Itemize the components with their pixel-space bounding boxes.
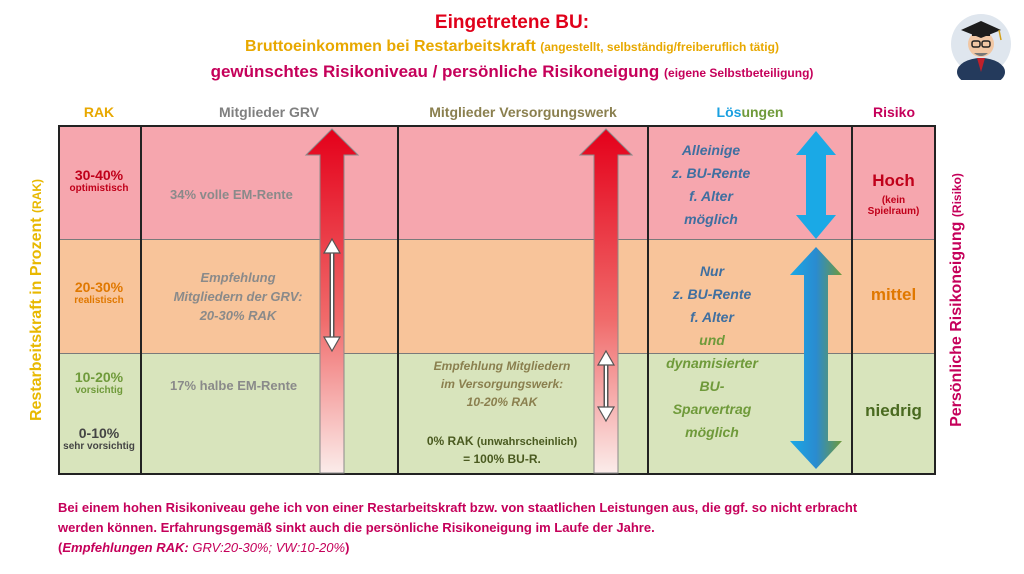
rak-high: 30-40% optimistisch xyxy=(58,167,140,194)
grv-low-text: 17% halbe EM-Rente xyxy=(170,378,298,393)
vw-double-arrow-icon xyxy=(596,349,616,423)
loesung-mid-double-arrow-icon xyxy=(790,247,842,469)
rak-mid: 20-30% realistisch xyxy=(58,279,140,306)
grv-mid-line: Empfehlung xyxy=(200,270,276,285)
column-divider xyxy=(140,125,142,475)
risk-grid: 30-40% optimistisch 20-30% realistisch 1… xyxy=(58,125,936,475)
loesung-mid-line: f. Alter xyxy=(690,309,734,325)
footer-recommendation-values: GRV:20-30%; VW:10-20% xyxy=(192,540,346,555)
subtitle-income-main: Bruttoeinkommen bei Restarbeitskraft xyxy=(245,38,536,55)
risk-mid-label: mittel xyxy=(870,285,917,304)
rak-mid-pct: 20-30% xyxy=(74,279,124,295)
rak-low-desc: vorsichtig xyxy=(75,385,123,396)
grv-gradient-arrow-icon xyxy=(304,128,360,474)
grv-mid-line: 20-30% RAK xyxy=(199,308,277,323)
loesung-mid-line: Nur xyxy=(699,263,725,279)
advisor-avatar-icon xyxy=(944,6,1018,86)
subtitle-risk: gewünschtes Risikoniveau / persönliche R… xyxy=(0,62,1024,82)
vw-low-text: Empfehlung Mitgliedern im Versorgungswer… xyxy=(404,357,600,411)
grv-mid-text: Empfehlung Mitgliedern der GRV: 20-30% R… xyxy=(148,268,328,325)
loesung-high-line: möglich xyxy=(684,211,738,227)
side-label-right-main: Persönliche Risikoneigung xyxy=(948,221,965,427)
row-divider xyxy=(58,353,936,354)
vw-low-line: Empfehlung Mitgliedern xyxy=(433,359,571,373)
band-mid xyxy=(58,239,936,353)
vw-zero-note: (unwahrscheinlich) xyxy=(476,436,578,448)
rak-high-pct: 30-40% xyxy=(74,167,124,183)
risk-high-note-2: Spielraum) xyxy=(867,206,920,217)
vw-low-line: im Versorgungswerk: xyxy=(440,377,564,391)
band-high xyxy=(58,125,936,239)
subtitle-income-note: (angestellt, selbständig/freiberuflich t… xyxy=(540,40,779,54)
footer-note: Bei einem hohen Risikoniveau gehe ich vo… xyxy=(58,498,998,558)
grv-high-text: 34% volle EM-Rente xyxy=(170,187,293,202)
side-label-right-note: (Risiko) xyxy=(950,173,964,218)
loesung-high-line: Alleinige xyxy=(681,142,741,158)
column-header-loesungen-a: Lös xyxy=(716,104,742,120)
loesung-low-line: und xyxy=(699,332,725,348)
loesung-high-line: z. BU-Rente xyxy=(671,165,751,181)
column-header-loesungen-b: ungen xyxy=(741,104,784,120)
loesung-mid-line: z. BU-Rente xyxy=(672,286,752,302)
footer-paren-close: ) xyxy=(345,540,350,555)
vw-zero-text: 0% RAK (unwahrscheinlich) = 100% BU-R. xyxy=(392,433,612,468)
side-label-restarbeitskraft: Restarbeitskraft in Prozent (RAK) xyxy=(22,125,52,475)
vw-low-line: 10-20% RAK xyxy=(466,395,538,409)
risk-high: Hoch (kein Spielraum) xyxy=(851,171,936,217)
vw-zero-line-1: 0% RAK (unwahrscheinlich) xyxy=(392,433,612,451)
loesung-high-text: Alleinige z. BU-Rente f. Alter möglich xyxy=(656,139,766,231)
logo xyxy=(944,6,1018,86)
rak-lowest: 0-10% sehr vorsichtig xyxy=(58,425,140,452)
subtitle-risk-note: (eigene Selbstbeteiligung) xyxy=(664,66,814,80)
risk-high-note-1: (kein xyxy=(881,195,906,206)
side-label-left-note: (RAK) xyxy=(30,178,44,213)
footer-paren-open: ( xyxy=(58,540,63,555)
column-header-versorgungswerk: Mitglieder Versorgungswerk xyxy=(429,104,617,120)
grid-border xyxy=(58,125,936,475)
loesung-low-line: möglich xyxy=(685,424,739,440)
column-header-risiko: Risiko xyxy=(872,104,915,120)
grv-double-arrow-icon xyxy=(322,237,342,353)
risk-high-label: Hoch xyxy=(872,171,915,190)
grv-mid-line: Mitgliedern der GRV: xyxy=(173,289,303,304)
column-divider xyxy=(851,125,853,475)
loesung-high-line: f. Alter xyxy=(689,188,733,204)
rak-low-pct: 10-20% xyxy=(74,369,124,385)
risk-low-label: niedrig xyxy=(865,401,922,420)
row-divider xyxy=(58,239,936,240)
rak-low: 10-20% vorsichtig xyxy=(58,369,140,396)
side-label-left-main: Restarbeitskraft in Prozent xyxy=(28,217,45,422)
column-header-loesungen: Lösungen xyxy=(648,104,852,120)
rak-lowest-desc: sehr vorsichtig xyxy=(63,441,135,452)
rak-mid-desc: realistisch xyxy=(74,295,124,306)
title: Eingetretene BU: xyxy=(434,12,590,33)
side-label-risikoneigung: Persönliche Risikoneigung (Risiko) xyxy=(942,125,972,475)
footer-recommendation-label: Empfehlungen RAK: xyxy=(62,540,189,555)
subtitle-risk-main: gewünschtes Risikoniveau / persönliche R… xyxy=(210,62,660,81)
vw-zero-line-2: = 100% BU-R. xyxy=(463,452,541,466)
band-low xyxy=(58,353,936,475)
vw-gradient-arrow-icon xyxy=(578,128,634,474)
rak-lowest-pct: 0-10% xyxy=(78,425,120,441)
footer-line-1: Bei einem hohen Risikoniveau gehe ich vo… xyxy=(58,500,858,515)
loesung-high-double-arrow-icon xyxy=(796,131,836,239)
loesung-low-line: Sparvertrag xyxy=(672,401,752,417)
column-header-rak: RAK xyxy=(83,104,115,120)
vw-zero-main: 0% RAK xyxy=(426,434,474,448)
column-divider xyxy=(397,125,399,475)
rak-high-desc: optimistisch xyxy=(69,183,129,194)
loesung-low-line: dynamisierter xyxy=(666,355,758,371)
footer-line-2: werden können. Erfahrungsgemäß sinkt auc… xyxy=(58,520,655,535)
loesung-mid-text: Nur z. BU-Rente f. Alter und dynamisiert… xyxy=(654,260,770,444)
loesung-low-line: BU- xyxy=(699,378,725,394)
subtitle-income: Bruttoeinkommen bei Restarbeitskraft (an… xyxy=(0,38,1024,56)
column-header-grv: Mitglieder GRV xyxy=(218,104,320,120)
column-divider xyxy=(647,125,649,475)
footer-line-3: (Empfehlungen RAK: GRV:20-30%; VW:10-20%… xyxy=(58,538,998,558)
